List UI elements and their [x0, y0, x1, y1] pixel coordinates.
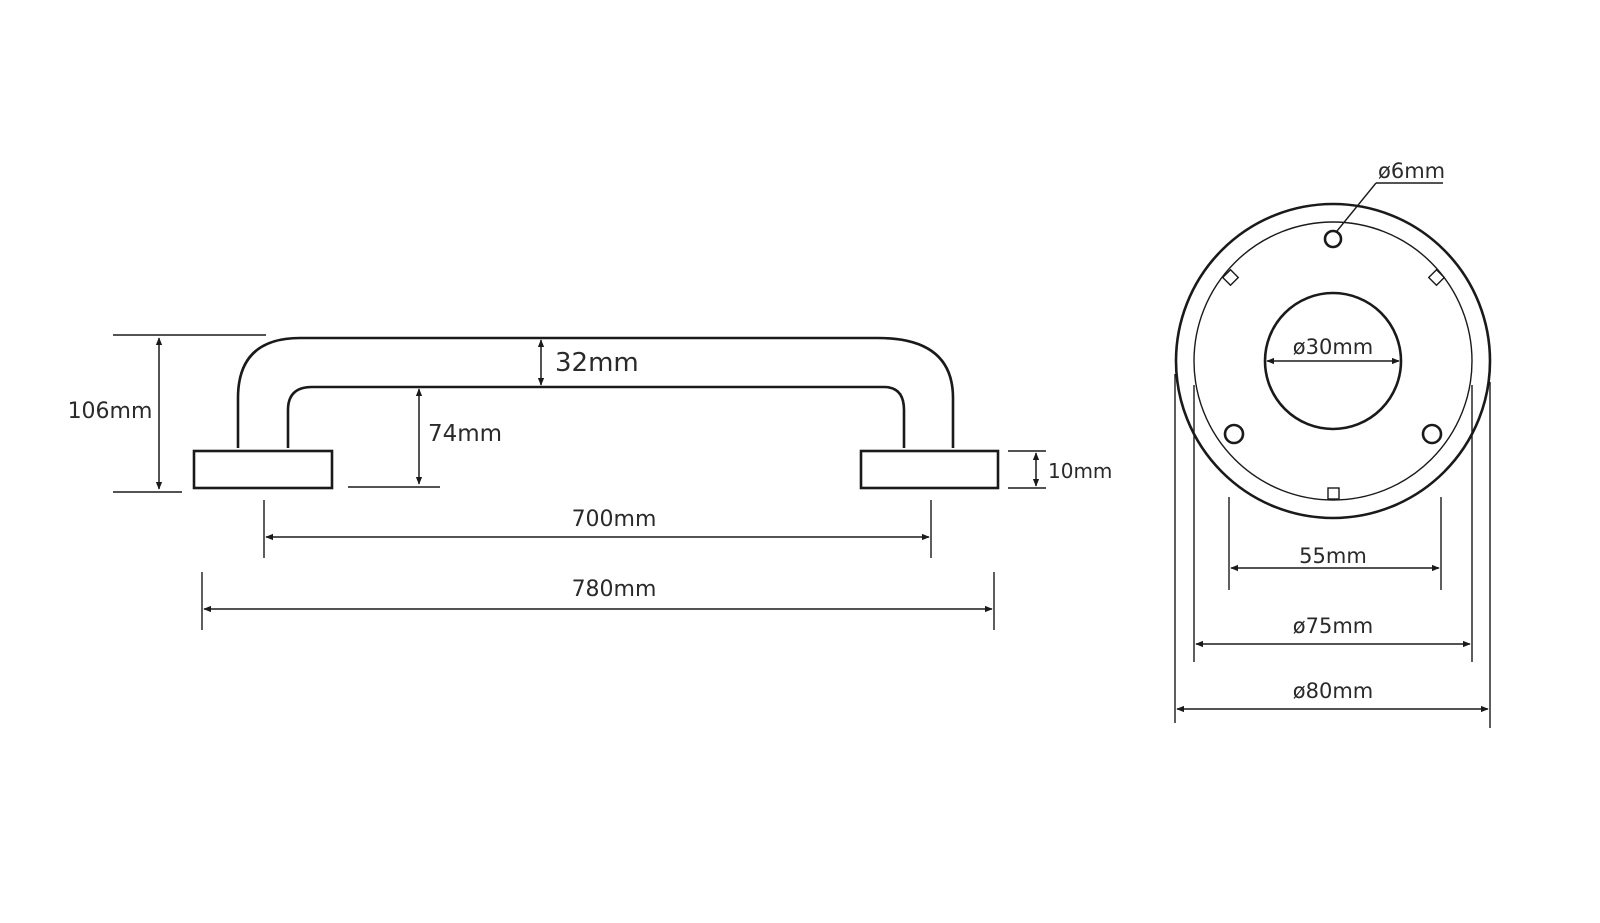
overall-length-label: 780mm [572, 577, 657, 602]
hole-spacing-label: 55mm [1299, 544, 1367, 568]
dim-inner-clearance: 74mm [348, 388, 502, 488]
bar-inner-outline [286, 385, 906, 448]
dim-outer-diameter: ø80mm [1174, 374, 1491, 728]
dim-hole-spacing: 55mm [1228, 497, 1442, 590]
end-view: ø6mm ø30mm 55mm ø75mm ø80mm [1174, 159, 1492, 728]
screw-hole-right [1421, 423, 1443, 445]
dim-overall-height: 106mm [68, 334, 266, 493]
center-hole [1263, 291, 1403, 431]
dim-inner-ring: ø75mm [1193, 385, 1473, 662]
dim-center-distance: 700mm [263, 500, 932, 558]
screw-hole-left [1223, 423, 1245, 445]
overall-height-label: 106mm [68, 399, 153, 424]
right-flange [859, 449, 1000, 490]
screw-hole-label: ø6mm [1378, 159, 1445, 183]
center-distance-label: 700mm [572, 507, 657, 532]
inner-ring [1193, 221, 1473, 501]
dim-overall-length: 780mm [201, 572, 995, 630]
dim-flange-thickness: 10mm [1008, 450, 1112, 489]
screw-hole-top [1323, 229, 1343, 249]
inner-clearance-label: 74mm [428, 421, 502, 447]
notch-top-left [1221, 268, 1240, 287]
dim-screw-hole: ø6mm [1336, 159, 1445, 232]
dim-center-hole: ø30mm [1266, 335, 1400, 365]
side-view: 106mm 32mm 74mm 10mm 700mm [68, 334, 1112, 630]
notch-bottom [1327, 487, 1340, 500]
inner-ring-label: ø75mm [1293, 614, 1373, 638]
notch-top-right [1427, 268, 1446, 287]
bar-outer-outline [236, 336, 955, 448]
tube-diameter-label: 32mm [555, 348, 639, 378]
center-hole-label: ø30mm [1293, 335, 1373, 359]
left-flange [192, 449, 334, 490]
dim-tube-diameter: 32mm [537, 339, 639, 386]
outer-circle [1174, 202, 1492, 520]
flange-thickness-label: 10mm [1048, 459, 1112, 483]
outer-diameter-label: ø80mm [1293, 679, 1373, 703]
